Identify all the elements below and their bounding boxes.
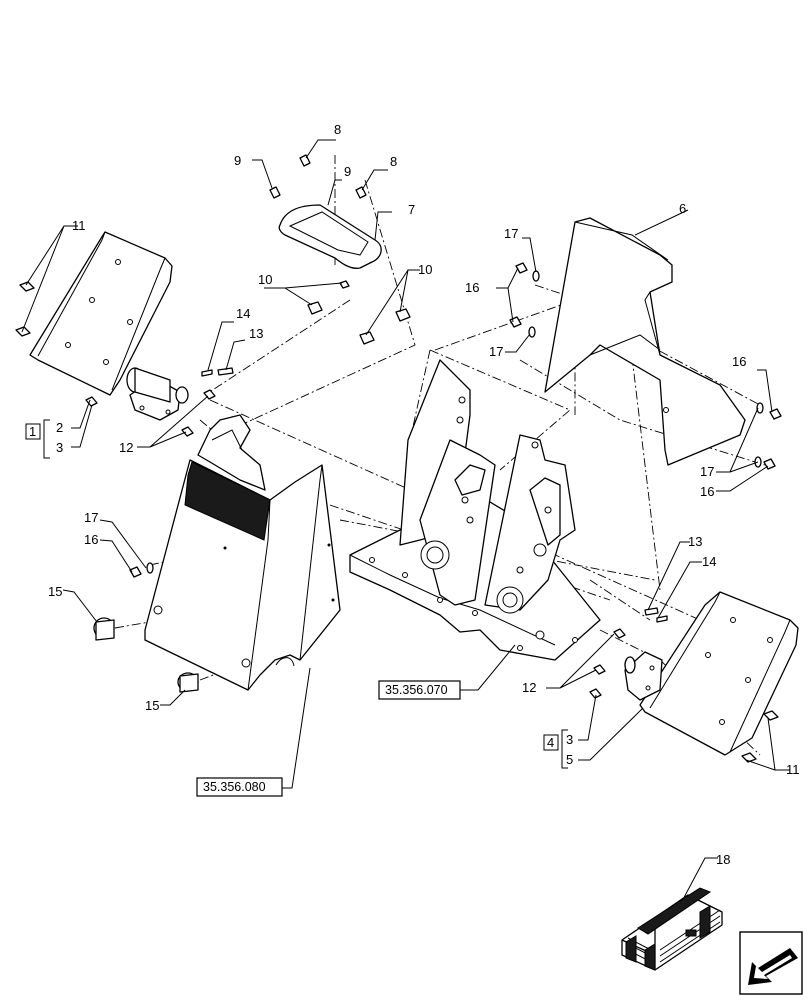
console-housing [144,414,341,691]
callout-16c: 16 [700,484,714,499]
group-left: 1 2 3 [25,419,63,459]
caps-15 [93,617,199,693]
left-side-plate [29,231,173,396]
callout-10a: 10 [258,272,272,287]
callout-15a: 15 [48,584,62,599]
reference-070[interactable]: 35.356.070 [378,680,461,700]
group-left-item-2: 3 [56,440,63,455]
group-right-item-1: 3 [566,732,573,747]
leader-lines [21,139,790,906]
callout-11a: 11 [72,218,86,233]
callout-9b: 9 [344,164,351,179]
callout-18: 18 [716,852,730,867]
callout-14b: 14 [702,554,716,569]
callout-14a: 14 [236,306,250,321]
left-pivot-assembly [85,367,234,437]
right-side-plate [639,591,799,756]
group-right: 4 3 5 [543,729,573,769]
callout-17d: 17 [84,510,98,525]
shield-fasteners [509,262,782,470]
callout-8b: 8 [390,154,397,169]
right-pivot-assembly [589,607,779,763]
left-bolts-11 [15,281,35,337]
callout-12b: 12 [522,680,536,695]
callout-16d: 16 [84,532,98,547]
callout-10b: 10 [418,262,432,277]
callout-16b: 16 [732,354,746,369]
callout-17a: 17 [504,226,518,241]
reference-080[interactable]: 35.356.080 [196,777,283,797]
callout-17c: 17 [700,464,714,479]
shield-cover-6 [544,217,746,466]
callout-8a: 8 [334,122,341,137]
console-fasteners [129,562,154,578]
reference-080-label: 35.356.080 [203,780,266,794]
callout-16a: 16 [465,280,479,295]
group-left-item-1: 2 [56,420,63,435]
callout-11b: 11 [786,762,800,777]
callout-13a: 13 [249,326,263,341]
callout-12a: 12 [119,440,133,455]
handle-7 [278,204,382,269]
navigation-arrow-icon[interactable] [739,931,803,995]
callout-13b: 13 [688,534,702,549]
reference-070-label: 35.356.070 [385,683,448,697]
center-frame [349,359,601,661]
callout-17b: 17 [489,344,503,359]
callout-15b: 15 [145,698,159,713]
callout-7: 7 [408,202,415,217]
group-left-box: 1 [29,424,36,439]
callout-labels: 6 7 8 8 9 9 10 10 11 11 12 12 13 13 14 1… [48,122,800,867]
group-right-box: 4 [547,735,554,750]
packaging-crate-icon [621,887,723,971]
callout-6: 6 [679,201,686,216]
group-right-item-2: 5 [566,752,573,767]
callout-9a: 9 [234,153,241,168]
